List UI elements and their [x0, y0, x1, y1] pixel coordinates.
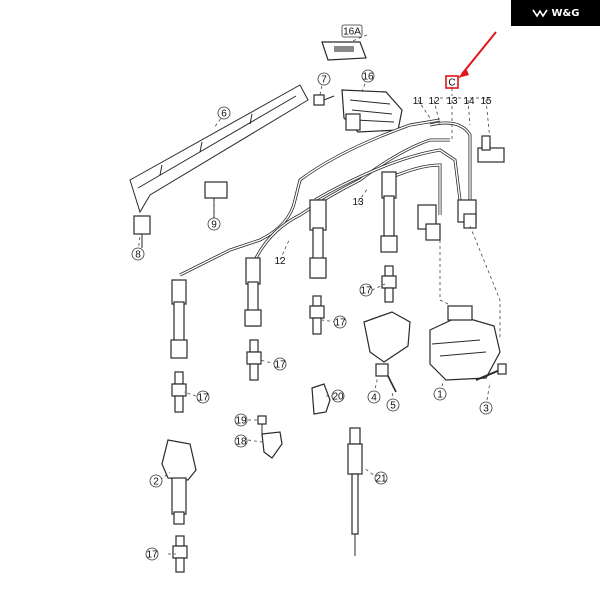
callout-12a: 12: [428, 96, 440, 107]
plug-lead-1: [170, 279, 188, 359]
callout-20: 20: [331, 389, 345, 403]
callout-13b: 13: [352, 197, 364, 208]
wg-wings-icon: [531, 9, 548, 18]
callout-15: 15: [480, 96, 492, 107]
brand-text: W&G: [551, 7, 580, 19]
valve-cover-gasket: [129, 84, 309, 214]
svg-text:19: 19: [235, 416, 247, 427]
callout-17a: 17: [359, 283, 373, 297]
highlight-label: C: [448, 78, 455, 89]
sensor-18: [261, 431, 283, 459]
spark-plug-b: [246, 339, 262, 381]
callout-3: 3: [479, 401, 493, 415]
red-arrow-head: [458, 68, 469, 78]
callout-4: 4: [367, 390, 381, 404]
red-arrow: [461, 31, 497, 75]
plug-lead-3: [309, 199, 327, 279]
svg-text:16A: 16A: [343, 27, 361, 38]
callout-17b: 17: [333, 315, 347, 329]
svg-text:14: 14: [463, 96, 475, 107]
plug-lead-4: [380, 171, 398, 253]
svg-text:13: 13: [352, 197, 364, 208]
callout-16a: 16A: [341, 24, 363, 38]
svg-text:15: 15: [480, 96, 492, 107]
callout-19: 19: [234, 413, 248, 427]
svg-text:8: 8: [135, 250, 141, 261]
bracket-9: [204, 181, 228, 218]
callout-12b: 12: [274, 256, 286, 267]
callout-13a: 13: [446, 96, 458, 107]
spark-plug-d: [381, 265, 397, 303]
bolt-3: [475, 363, 507, 381]
svg-text:18: 18: [235, 437, 247, 448]
bracket-8: [133, 215, 151, 248]
svg-text:17: 17: [197, 393, 209, 404]
callout-17d: 17: [196, 390, 210, 404]
coil-boots: [417, 199, 477, 241]
svg-text:5: 5: [390, 401, 396, 412]
module-16: [341, 89, 403, 133]
svg-text:21: 21: [375, 474, 387, 485]
svg-text:12: 12: [428, 96, 440, 107]
svg-text:11: 11: [413, 96, 424, 107]
svg-text:9: 9: [211, 220, 217, 231]
callouts: 16A 16 7 6 11 12 13 14 15 9 8 13 12 17 1…: [131, 24, 493, 561]
svg-text:1: 1: [437, 390, 443, 401]
callout-11: 11: [413, 96, 424, 107]
highlight-box: [445, 75, 459, 89]
svg-text:17: 17: [334, 318, 346, 329]
coil-bracket: [363, 311, 411, 393]
cover-16a: [321, 41, 367, 61]
callout-17e: 17: [145, 547, 159, 561]
callout-5: 5: [386, 398, 400, 412]
callout-17c: 17: [273, 357, 287, 371]
spark-plug-c: [309, 295, 325, 335]
callout-8: 8: [131, 247, 145, 261]
callout-6: 6: [217, 106, 231, 120]
bolt-7: [313, 94, 335, 106]
svg-text:17: 17: [146, 550, 158, 561]
coil-on-plug-2: [161, 439, 197, 525]
screw-19: [257, 415, 267, 434]
glow-plug-21: [347, 427, 363, 556]
callout-18: 18: [234, 434, 248, 448]
leader-lines: [137, 34, 501, 555]
svg-text:13: 13: [446, 96, 458, 107]
ignition-coil-1: [429, 305, 501, 381]
sensor-20: [311, 383, 331, 415]
callout-1: 1: [433, 387, 447, 401]
callout-9: 9: [207, 217, 221, 231]
plug-lead-2: [244, 257, 262, 327]
svg-text:4: 4: [371, 393, 377, 404]
callout-14: 14: [463, 96, 475, 107]
svg-text:7: 7: [321, 75, 327, 86]
svg-text:12: 12: [274, 256, 286, 267]
callout-2: 2: [149, 474, 163, 488]
svg-text:2: 2: [153, 477, 159, 488]
svg-text:3: 3: [483, 404, 489, 415]
svg-text:6: 6: [221, 109, 227, 120]
spark-plug-e: [172, 535, 188, 573]
callout-16: 16: [361, 69, 375, 83]
callout-7: 7: [317, 72, 331, 86]
svg-text:17: 17: [274, 360, 286, 371]
svg-text:17: 17: [360, 286, 372, 297]
brand-badge: W&G: [511, 0, 600, 26]
svg-text:16: 16: [362, 72, 374, 83]
wire-clip-15: [477, 135, 505, 163]
callout-21: 21: [374, 471, 388, 485]
svg-text:20: 20: [332, 392, 344, 403]
spark-plug-a: [171, 371, 187, 413]
